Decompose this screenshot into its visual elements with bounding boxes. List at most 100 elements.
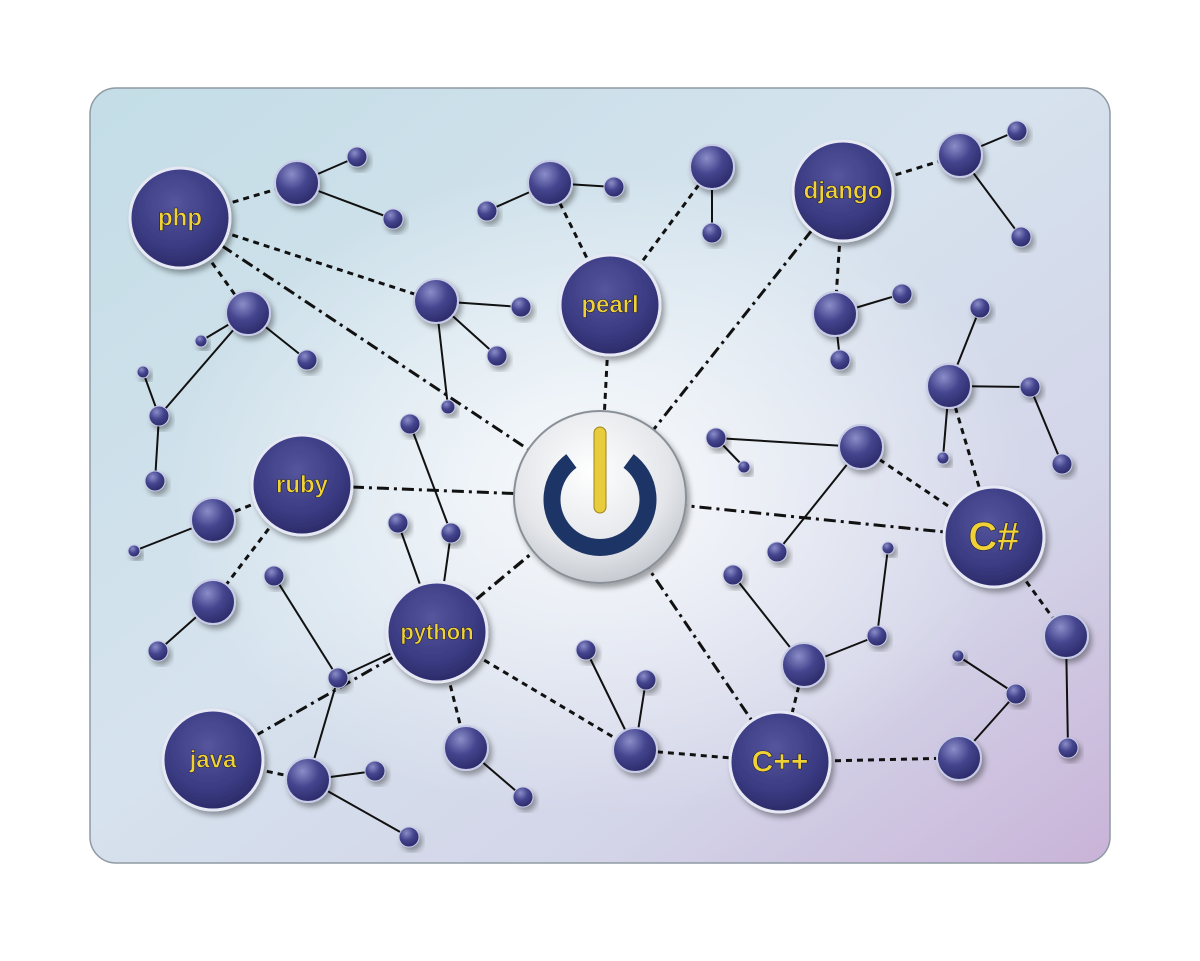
satellite-node: [194, 334, 208, 348]
satellite-node: [781, 642, 827, 688]
language-node-label: ruby: [276, 472, 329, 499]
satellite-node: [951, 649, 965, 663]
language-node-php[interactable]: php: [128, 166, 232, 270]
satellite-node: [190, 579, 236, 625]
language-node-circle: [250, 433, 354, 537]
language-node-circle: [161, 708, 265, 812]
language-node-pearl[interactable]: pearl: [558, 253, 662, 357]
language-node-label: python: [400, 620, 473, 645]
language-node-circle: [558, 253, 662, 357]
satellite-node: [689, 144, 735, 190]
satellite-node: [147, 640, 169, 662]
satellite-node: [440, 399, 456, 415]
satellite-node: [440, 522, 462, 544]
satellite-node: [346, 146, 368, 168]
satellite-node: [812, 291, 858, 337]
satellite-node: [926, 363, 972, 409]
satellite-node: [190, 497, 236, 543]
language-node-label: django: [804, 178, 883, 205]
satellite-node: [737, 460, 751, 474]
language-node-label: C++: [752, 746, 809, 779]
connection-line: [436, 540, 546, 634]
satellite-node: [1010, 226, 1032, 248]
satellite-node: [635, 669, 657, 691]
satellite-node: [413, 278, 459, 324]
satellite-node: [1006, 120, 1028, 142]
language-node-circle: [942, 485, 1046, 589]
language-node-label: php: [158, 205, 202, 232]
connection-line: [957, 655, 1017, 695]
satellite-node: [136, 365, 150, 379]
satellite-node: [575, 639, 597, 661]
satellite-node: [766, 541, 788, 563]
connection-line: [876, 547, 889, 637]
satellite-node: [510, 296, 532, 318]
satellite-node: [327, 667, 349, 689]
language-node-circle: [128, 166, 232, 270]
language-node-label: java: [189, 747, 237, 774]
satellite-node: [127, 544, 141, 558]
satellite-node: [476, 200, 498, 222]
connection-line: [715, 437, 862, 448]
satellite-nodes: [127, 120, 1089, 848]
connection-line: [947, 385, 996, 538]
satellite-node: [382, 208, 404, 230]
satellite-node: [527, 160, 573, 206]
language-nodes: php pearl django ruby python C# java C++: [128, 139, 1046, 814]
connection-line: [273, 575, 339, 679]
power-hub[interactable]: [513, 410, 687, 584]
satellite-node: [866, 625, 888, 647]
satellite-node: [274, 160, 320, 206]
satellite-node: [263, 565, 285, 587]
connection-line: [178, 217, 250, 314]
language-node-cpp[interactable]: C++: [728, 710, 832, 814]
language-node-java[interactable]: java: [161, 708, 265, 812]
satellite-node: [285, 757, 331, 803]
language-node-circle: [385, 580, 489, 684]
satellite-node: [937, 132, 983, 178]
satellite-node: [936, 735, 982, 781]
satellite-node: [443, 725, 489, 771]
satellite-node: [701, 222, 723, 244]
satellite-node: [1043, 613, 1089, 659]
connection-line: [779, 756, 960, 764]
satellite-node: [148, 405, 170, 427]
satellite-node: [296, 349, 318, 371]
language-node-circle: [791, 139, 895, 243]
satellite-node: [881, 541, 895, 555]
satellite-node: [891, 283, 913, 305]
satellite-node: [969, 297, 991, 319]
satellite-node: [144, 470, 166, 492]
satellite-node: [612, 727, 658, 773]
satellite-node: [829, 349, 851, 371]
satellite-node: [387, 512, 409, 534]
language-node-label: C#: [968, 515, 1019, 559]
satellite-node: [364, 760, 386, 782]
satellite-node: [936, 451, 950, 465]
satellite-node: [399, 413, 421, 435]
satellite-node: [603, 176, 625, 198]
connection-line: [599, 495, 995, 539]
language-node-circle: [728, 710, 832, 814]
language-node-csharp[interactable]: C#: [942, 485, 1046, 589]
satellite-node: [398, 826, 420, 848]
language-node-ruby[interactable]: ruby: [250, 433, 354, 537]
satellite-node: [512, 786, 534, 808]
satellite-node: [1019, 376, 1041, 398]
satellite-node: [225, 290, 271, 336]
language-node-python[interactable]: python: [385, 580, 489, 684]
satellite-node: [486, 345, 508, 367]
satellite-node: [722, 564, 744, 586]
language-node-label: pearl: [581, 292, 638, 319]
satellite-node: [1005, 683, 1027, 705]
language-node-django[interactable]: django: [791, 139, 895, 243]
satellite-node: [1051, 453, 1073, 475]
connection-line: [409, 423, 452, 534]
connection-line: [1029, 386, 1063, 465]
connection-line: [154, 415, 160, 482]
power-icon: [543, 426, 657, 556]
connection-line: [179, 216, 601, 499]
satellite-node: [1057, 737, 1079, 759]
